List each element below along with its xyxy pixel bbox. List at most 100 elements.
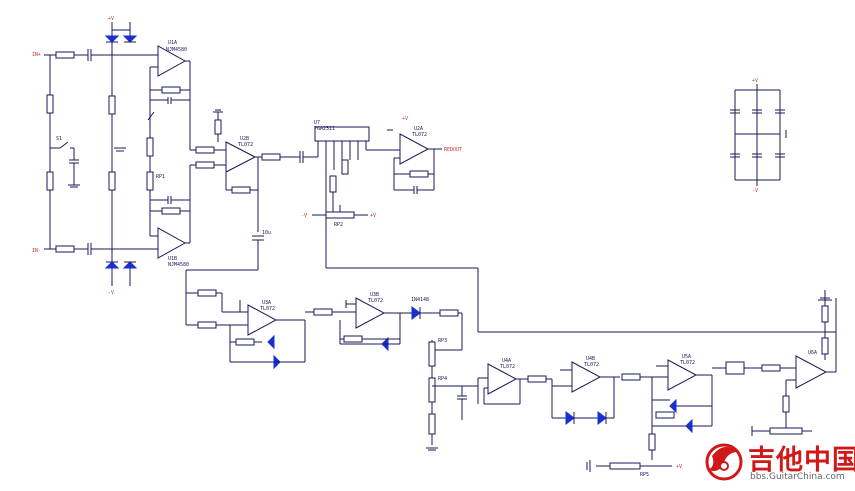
vcc-label-4: +V xyxy=(676,464,682,470)
opamp-u2a xyxy=(399,133,430,165)
rp1-label: RP1 xyxy=(156,174,165,180)
resistor-r24 xyxy=(428,413,436,435)
u2b-part: TL072 xyxy=(238,142,253,148)
vca-section: U7 PGA2311 RP2 -V +V xyxy=(301,120,837,333)
in-neg-label: IN- xyxy=(32,248,41,254)
resistor-r5 xyxy=(108,95,116,115)
diode-d9 xyxy=(565,411,575,425)
resistor-r21 xyxy=(313,308,333,316)
pot-rp6 xyxy=(725,361,745,375)
vcc-label-1: +V xyxy=(108,16,114,22)
vee-label-2: -V xyxy=(301,213,307,219)
u4b-part: TL072 xyxy=(584,362,599,368)
resistor-r25 xyxy=(527,375,547,383)
output-stage: U2A TL072 REDOUT +V xyxy=(387,116,462,194)
u3b-label: U3B xyxy=(370,292,379,298)
resistor-r13 xyxy=(231,186,251,194)
diode-d3 xyxy=(104,261,120,269)
diode-d1 xyxy=(104,35,120,43)
resistor-r28 xyxy=(648,433,656,451)
vee-label-5: -V xyxy=(752,188,758,194)
u3a-part: TL072 xyxy=(260,306,275,312)
vee-label-1: -V xyxy=(108,290,114,296)
pot-rp5 xyxy=(609,462,641,470)
opamp-u1a xyxy=(157,45,187,77)
diode-d5 xyxy=(267,334,275,350)
u3a-label: U3A xyxy=(262,300,271,306)
u1a-label: U1A xyxy=(168,40,177,46)
resistor-rp1 xyxy=(146,171,154,191)
resistor-r15 xyxy=(329,175,337,193)
watermark-brand: 吉他中国 xyxy=(748,445,855,476)
vcc-label-3: +V xyxy=(402,116,408,122)
u1b-part: NJM4580 xyxy=(168,262,189,268)
s1-label: S1 xyxy=(56,136,62,142)
resistor-r9 xyxy=(161,207,181,215)
diode-d4 xyxy=(122,261,138,269)
u6a-label: U6A xyxy=(808,350,817,356)
rp3-label: RP3 xyxy=(438,338,447,344)
resistor-r14 xyxy=(261,153,281,161)
diode-d10 xyxy=(597,411,607,425)
resistor-r4 xyxy=(46,171,54,191)
front-end-amps: U1A NJM4580 RP1 U1B NJM4580 xyxy=(146,40,191,268)
u4a-part: TL072 xyxy=(500,364,515,370)
opamp-u5a xyxy=(667,359,698,391)
watermark-logo-icon xyxy=(705,443,743,481)
u2a-part: TL072 xyxy=(412,132,427,138)
detector-section: U3A TL072 U3B TL072 1N4148 xyxy=(186,289,463,370)
resistor-r17 xyxy=(409,170,429,178)
resistor-r7 xyxy=(161,86,181,94)
opamp-u1b xyxy=(157,227,187,259)
watermark: 吉他中国 bbs.GuitarChina.com xyxy=(700,436,855,488)
resistor-r23 xyxy=(343,335,363,343)
resistor-r20 xyxy=(235,338,255,346)
difference-amp: U2B TL072 10u xyxy=(185,109,318,325)
resistor-r8 xyxy=(146,137,154,157)
resistor-r2 xyxy=(55,245,75,253)
vcc-label-2: +V xyxy=(370,213,376,219)
opamp-u2b xyxy=(225,141,257,173)
resistor-r6 xyxy=(108,171,116,191)
u3b-part: TL072 xyxy=(368,298,383,304)
control-chain: U4A TL072 U4B TL072 U5A TL072 xyxy=(478,354,713,478)
rp5-label: RP5 xyxy=(640,472,649,478)
pot-rp7 xyxy=(769,427,803,435)
resistor-r30 xyxy=(821,305,829,323)
input-section: IN+ IN- S1 xyxy=(32,16,150,296)
pot-rp3 xyxy=(428,341,436,367)
diode-d7 xyxy=(411,306,421,320)
u5a-part: TL072 xyxy=(680,360,695,366)
opamp-u3b xyxy=(355,297,386,329)
resistor-r3 xyxy=(46,94,54,114)
u4a-label: U4A xyxy=(502,358,511,364)
pot-rp2 xyxy=(325,211,355,219)
resistor-r1 xyxy=(55,51,75,59)
u4b-label: U4B xyxy=(586,356,595,362)
power-decoupling: +V -V xyxy=(730,78,787,194)
resistor-r18 xyxy=(197,289,217,297)
u1b-label: U1B xyxy=(168,256,177,262)
opamp-u3a xyxy=(247,304,278,336)
u7-part: PGA2311 xyxy=(314,126,335,132)
rp4-label: RP4 xyxy=(438,376,447,382)
resistor-r27 xyxy=(655,411,675,419)
resistor-r26 xyxy=(621,373,641,381)
right-chain: U6A xyxy=(712,290,837,436)
resistor-r32 xyxy=(782,395,790,413)
rp2-label: RP2 xyxy=(334,222,343,228)
diode-d11 xyxy=(669,398,677,414)
watermark-url: bbs.GuitarChina.com xyxy=(750,472,845,482)
resistor-r12 xyxy=(214,119,222,135)
cap-label: 10u xyxy=(262,230,271,236)
out-label: REDOUT xyxy=(444,147,462,153)
diode-d12 xyxy=(685,418,693,434)
pot-rp4 xyxy=(428,377,436,403)
resistor-r16 xyxy=(341,159,349,175)
u5a-label: U5A xyxy=(682,354,691,360)
in-pos-label: IN+ xyxy=(32,52,41,58)
resistor-r22 xyxy=(439,309,459,317)
timing-section: RP3 RP4 xyxy=(426,338,479,451)
